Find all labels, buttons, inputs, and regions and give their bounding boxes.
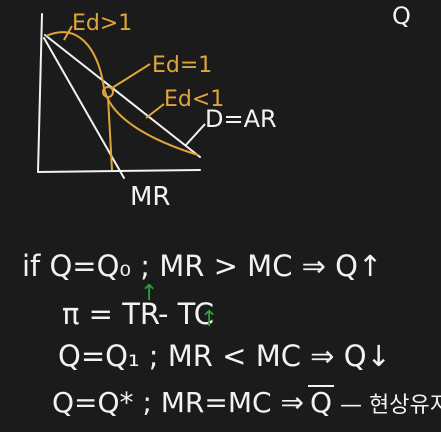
note-line-2-left: π = TR bbox=[62, 297, 160, 331]
demand-pointer bbox=[184, 123, 206, 147]
note-line-4-right: — 현상유지 bbox=[340, 393, 441, 418]
y-axis bbox=[37, 13, 43, 173]
ed-gt1-pointer bbox=[63, 25, 73, 41]
midpoint-drop-line bbox=[107, 96, 113, 171]
note-line-4-left: Q=Q* ; MR=MC ⇒ bbox=[52, 386, 304, 419]
ed-gt1-label: Ed>1 bbox=[72, 11, 132, 36]
note-line-3: Q=Q₁ ; MR < MC ⇒ Q↓ bbox=[58, 339, 391, 373]
note-line-1: if Q=Q₀ ; MR > MC ⇒ Q↑ bbox=[22, 249, 382, 283]
demand-label: D=AR bbox=[205, 105, 277, 133]
corner-q-label: Q bbox=[392, 2, 411, 30]
note-line-2-mid: - TC bbox=[158, 297, 214, 331]
mr-label: MR bbox=[130, 182, 171, 212]
ed-eq1-pointer bbox=[111, 63, 151, 89]
ed-eq1-label: Ed=1 bbox=[152, 53, 212, 78]
ed-lt1-label: Ed<1 bbox=[164, 87, 224, 112]
ed-lt1-pointer bbox=[145, 103, 165, 119]
tr-up-arrow: ↑ bbox=[140, 281, 158, 306]
note-line-4-q: Q bbox=[310, 386, 332, 419]
demand-line bbox=[44, 34, 201, 158]
tc-up-arrow: ↑ bbox=[200, 307, 218, 332]
